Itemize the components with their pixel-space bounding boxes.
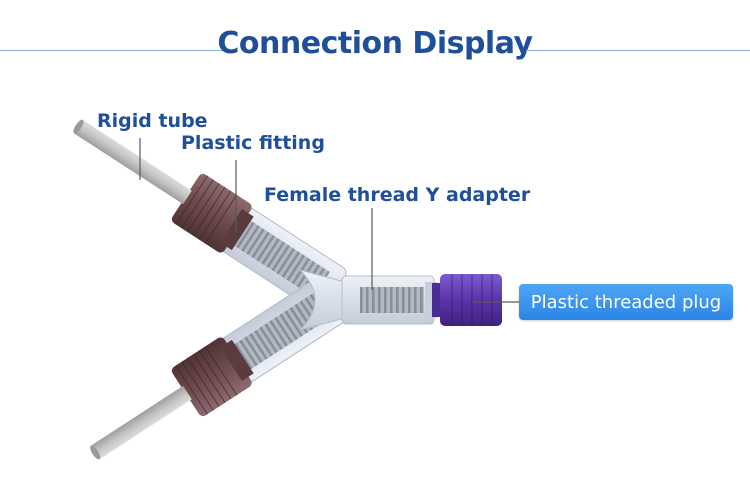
y-adapter-body [298,269,437,331]
title-divider-left [0,50,224,51]
label-y-adapter: Female thread Y adapter [264,184,531,206]
leader-lines [139,138,519,303]
label-rigid-tube: Rigid tube [97,110,208,132]
title-divider-right [526,50,750,51]
callout-threaded-plug: Plastic threaded plug [519,284,733,320]
label-plastic-fitting: Plastic fitting [181,132,325,154]
threaded-plug [432,274,502,326]
page-title: Connection Display [217,26,533,61]
callout-text: Plastic threaded plug [530,291,722,313]
